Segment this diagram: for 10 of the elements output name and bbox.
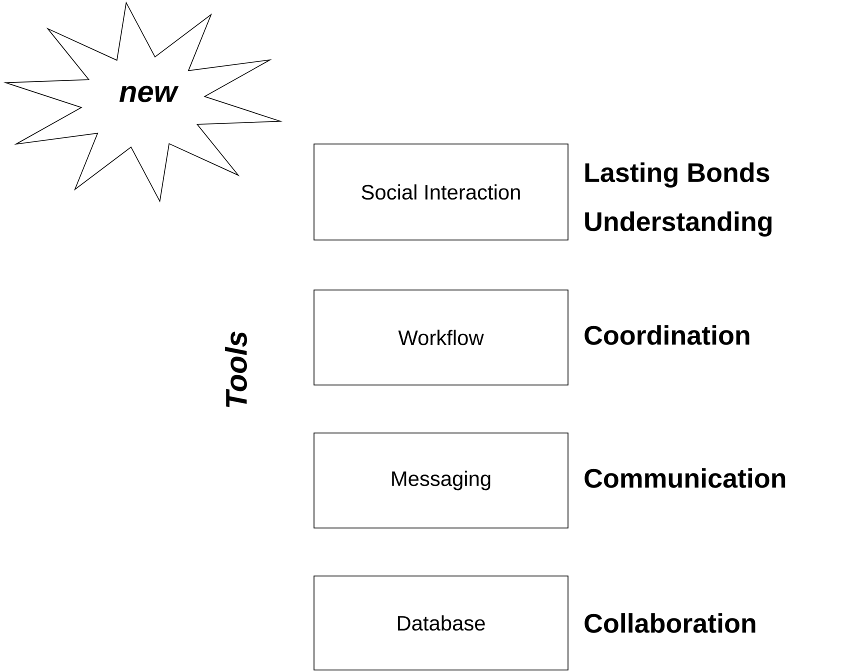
side-label: Communication <box>584 468 786 488</box>
text-box: Database <box>314 576 568 670</box>
side-label: Understanding <box>585 211 772 237</box>
text-box: Social Interaction <box>314 144 568 240</box>
side-label: Coordination <box>584 325 750 345</box>
text-box: Workflow <box>314 290 568 386</box>
side-label: Collaboration <box>584 613 756 633</box>
side-label: Lasting Bonds <box>585 162 770 188</box>
text-box: Messaging <box>314 432 568 528</box>
axis-label: Tools <box>225 332 247 408</box>
